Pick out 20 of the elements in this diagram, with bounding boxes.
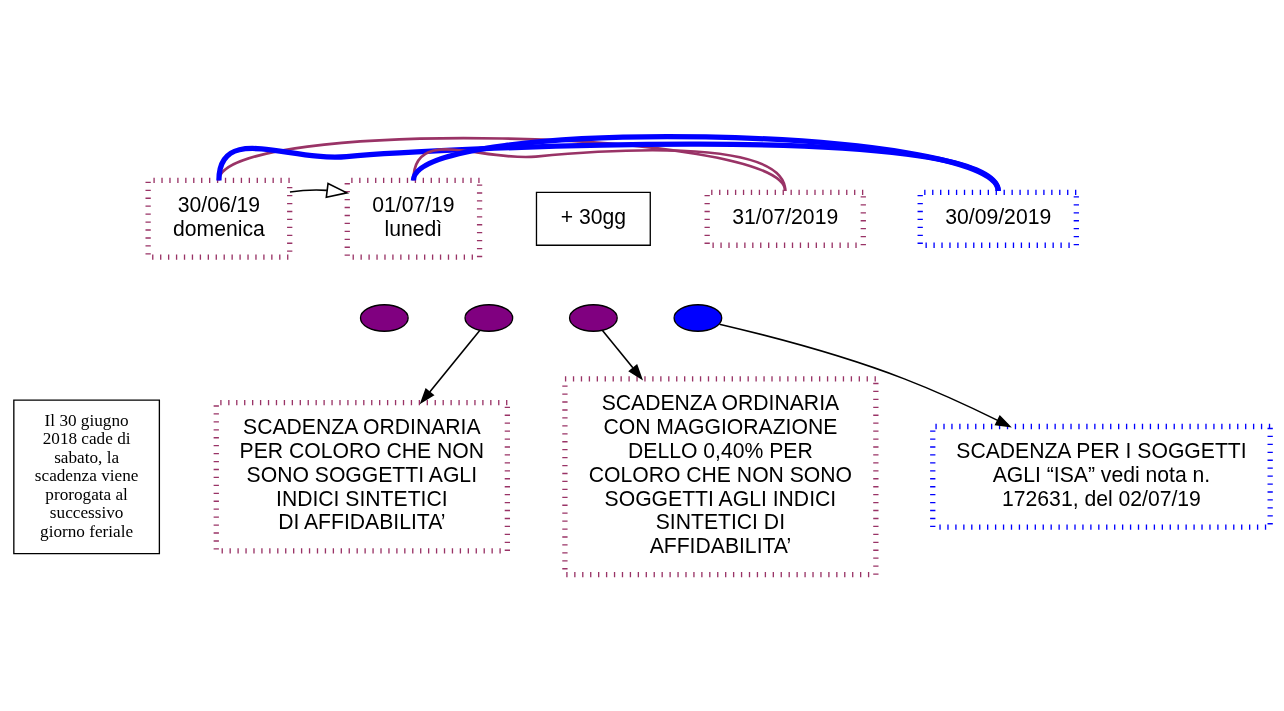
- connector: [412, 148, 787, 192]
- node-box: SCADENZA PER I SOGGETTI AGLI “ISA” vedi nota n. 172631, del 02/07/19: [930, 423, 1273, 530]
- node-box: SCADENZA ORDINARIA PER COLORO CHE NON SONO SOGGETTI AGLI INDICI SINTETICI DI AFFIDABILITA’: [213, 400, 510, 554]
- node-box: 31/07/2019: [704, 189, 866, 248]
- arrow: [419, 329, 481, 405]
- arrow: [289, 182, 350, 199]
- node-circle: [568, 304, 618, 332]
- connector: [216, 141, 1001, 193]
- node-circle: [464, 304, 514, 332]
- arrow: [601, 329, 644, 381]
- node-box: 30/06/19 domenica: [145, 177, 293, 260]
- node-circle: [673, 304, 723, 332]
- arrow: [718, 323, 1012, 428]
- node-box: + 30gg: [535, 191, 651, 246]
- node-box: 30/09/2019: [917, 189, 1079, 248]
- node-box: Il 30 giugno 2018 cade di sabato, la scadenza viene prorogata al successivo giorno feriale: [13, 399, 161, 555]
- connector: [411, 134, 1001, 193]
- node-box: 01/07/19 lunedì: [344, 177, 483, 260]
- node-circle: [359, 304, 409, 332]
- node-box: SCADENZA ORDINARIA CON MAGGIORAZIONE DELLO 0,40% PER COLORO CHE NON SONO SOGGETTI AGLI INDICI SINTETICI DI AFFIDABILITA’: [562, 376, 879, 578]
